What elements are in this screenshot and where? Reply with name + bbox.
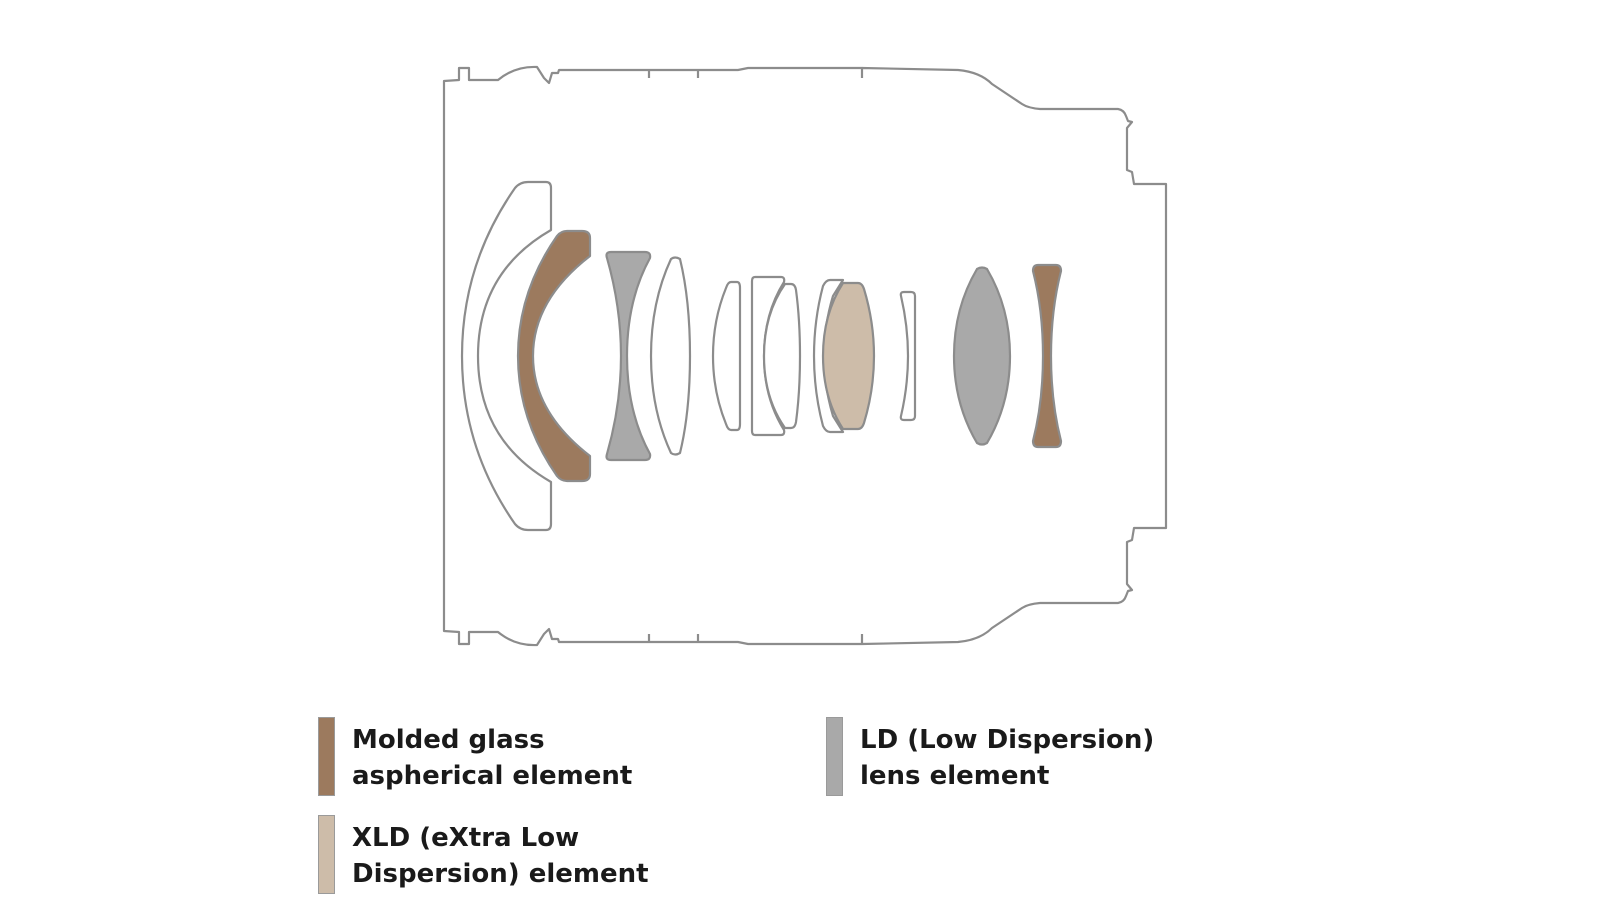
legend-label-line: lens element: [860, 761, 1050, 791]
lens-element-12-molded-glass-aspherical: [1031, 263, 1063, 449]
lens-element-2-molded-glass-aspherical: [516, 229, 592, 483]
lens-element-5-plain: [711, 280, 742, 432]
lens-element-7-plain: [762, 282, 802, 430]
lens-element-9-xld: [821, 281, 876, 431]
legend-swatch-molded-glass: [318, 717, 335, 796]
lens-element-6-plain: [750, 275, 786, 437]
lens-element-1-plain: [460, 180, 553, 532]
lens-element-11-ld: [952, 266, 1012, 446]
legend-label-line: XLD (eXtra Low: [352, 823, 580, 853]
legend-item-ld-element: LD (Low Dispersion) lens element: [826, 717, 1154, 796]
legend-swatch-ld: [826, 717, 843, 796]
lens-element-4-plain: [649, 256, 692, 456]
lens-construction-diagram: [442, 65, 1168, 647]
legend-label-xld: XLD (eXtra Low Dispersion) element: [352, 820, 649, 892]
legend-label-line: Dispersion) element: [352, 859, 649, 889]
legend-item-xld-element: XLD (eXtra Low Dispersion) element: [318, 815, 649, 894]
legend-label-molded-glass: Molded glass aspherical element: [352, 722, 632, 794]
legend-item-molded-glass-aspherical: Molded glass aspherical element: [318, 717, 632, 796]
lens-element-3-ld: [605, 250, 652, 462]
lens-element-10-plain: [899, 290, 917, 422]
lens-barrel-outline: [442, 65, 1168, 647]
legend-label-line: Molded glass: [352, 725, 545, 755]
legend-swatch-xld: [318, 815, 335, 894]
legend-label-line: LD (Low Dispersion): [860, 725, 1155, 755]
legend-label-line: aspherical element: [352, 761, 633, 791]
legend-label-ld: LD (Low Dispersion) lens element: [860, 722, 1154, 794]
